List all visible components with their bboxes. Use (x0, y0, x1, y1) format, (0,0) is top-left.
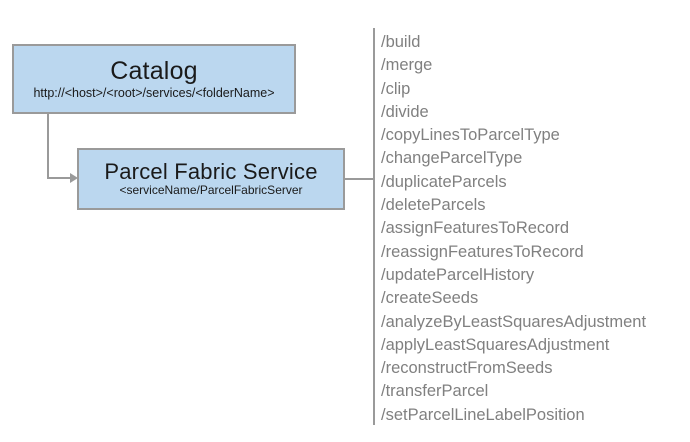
operation-item[interactable]: /clip (381, 79, 411, 98)
operation-item[interactable]: /build (381, 33, 421, 51)
connector-catalog-to-service-vertical (47, 114, 49, 178)
operation-item[interactable]: /transferParcel (381, 382, 489, 401)
catalog-node-title: Catalog (110, 56, 198, 85)
parcel-fabric-service-node-path: <serviceName/ParcelFabricServer (119, 183, 303, 198)
arrowhead-icon (70, 173, 78, 183)
operation-item[interactable]: /copyLinesToParcelType (381, 126, 560, 145)
connector-service-to-operations (345, 178, 375, 180)
parcel-fabric-service-node[interactable]: Parcel Fabric Service <serviceName/Parce… (77, 148, 345, 210)
connector-catalog-to-service-horizontal (47, 177, 72, 179)
operation-item[interactable]: /divide (381, 102, 429, 121)
catalog-node[interactable]: Catalog http://<host>/<root>/services/<f… (12, 44, 296, 114)
operation-item[interactable]: /duplicateParcels (381, 172, 507, 191)
operation-item[interactable]: /reassignFeaturesToRecord (381, 242, 584, 261)
operation-item[interactable]: /updateParcelHistory (381, 265, 535, 284)
operation-item[interactable]: /setParcelLineLabelPosition (381, 405, 585, 424)
operation-item[interactable]: /changeParcelType (381, 149, 523, 168)
operation-item[interactable]: /merge (381, 56, 433, 75)
operation-item[interactable]: /createSeeds (381, 289, 479, 308)
operations-divider-line (373, 28, 375, 425)
catalog-node-url: http://<host>/<root>/services/<folderNam… (33, 85, 275, 100)
parcel-fabric-service-node-title: Parcel Fabric Service (104, 159, 318, 185)
operation-item[interactable]: /applyLeastSquaresAdjustment (381, 335, 610, 354)
operation-item[interactable]: /reconstructFromSeeds (381, 359, 553, 378)
operation-item[interactable]: /deleteParcels (381, 196, 486, 215)
operation-item[interactable]: /assignFeaturesToRecord (381, 219, 570, 238)
operations-list: /build/merge/clip/divide/copyLinesToParc… (381, 31, 681, 427)
operation-item[interactable]: /analyzeByLeastSquaresAdjustment (381, 312, 647, 331)
